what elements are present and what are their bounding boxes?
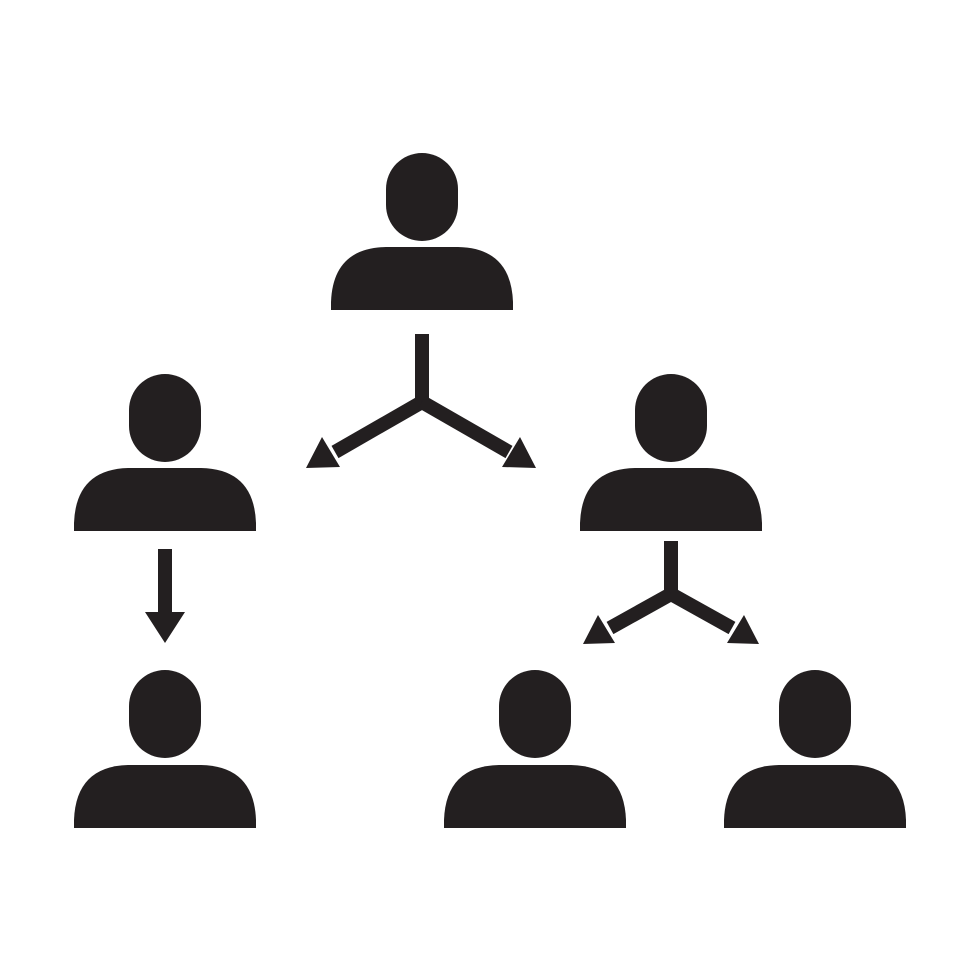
- person-head: [779, 670, 851, 758]
- person-icon: [444, 670, 626, 828]
- arrow-branch-right: [667, 587, 736, 635]
- person-body: [444, 765, 626, 828]
- arrowhead-left-icon: [306, 437, 340, 468]
- down-arrow-icon: [145, 549, 185, 643]
- person-icon: [74, 374, 256, 531]
- arrowhead-right-icon: [727, 615, 759, 644]
- arrowhead-down-icon: [145, 612, 185, 643]
- split-arrow-icon: [583, 541, 759, 644]
- arrow-stem: [158, 549, 172, 615]
- person-body: [580, 468, 762, 531]
- person-head: [129, 670, 201, 758]
- arrowhead-left-icon: [583, 615, 615, 644]
- person-body: [74, 468, 256, 531]
- split-arrow-icon: [306, 334, 536, 468]
- arrow-branch-left: [606, 587, 675, 635]
- person-body: [331, 247, 513, 310]
- arrowhead-right-icon: [502, 437, 536, 468]
- person-icon: [331, 153, 513, 310]
- person-icon: [580, 374, 762, 531]
- person-icon: [74, 670, 256, 828]
- person-head: [499, 670, 571, 758]
- person-head: [129, 374, 201, 462]
- person-head: [386, 153, 458, 241]
- arrow-branch-left: [331, 395, 426, 459]
- person-body: [74, 765, 256, 828]
- person-body: [724, 765, 906, 828]
- person-icon: [724, 670, 906, 828]
- person-head: [635, 374, 707, 462]
- arrow-branch-right: [418, 395, 513, 459]
